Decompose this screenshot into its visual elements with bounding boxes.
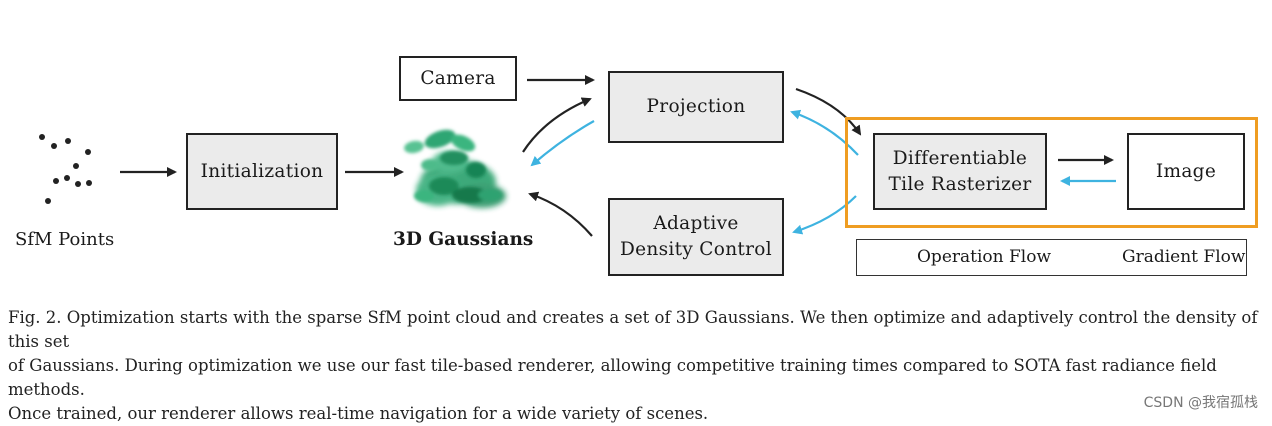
watermark: CSDN @我宿孤栈 bbox=[1143, 395, 1258, 411]
projection-box: Projection bbox=[608, 71, 784, 143]
rasterizer-highlight-frame bbox=[845, 117, 1258, 228]
arrow-gaussians-to-projection bbox=[522, 97, 592, 153]
initialization-box: Initialization bbox=[186, 133, 338, 210]
rasterizer-label-line1: Differentiable bbox=[892, 147, 1028, 169]
caption-line-3: Once trained, our renderer allows real-t… bbox=[8, 404, 709, 423]
legend-operation-label: Operation Flow bbox=[917, 247, 1052, 267]
rasterizer-box: Differentiable Tile Rasterizer bbox=[873, 133, 1047, 210]
sfm-points-label: SfM Points bbox=[15, 229, 115, 250]
adaptive-label-line2: Density Control bbox=[620, 239, 772, 260]
arrow-adaptive-to-gaussians bbox=[528, 191, 593, 237]
image-label: Image bbox=[1155, 160, 1217, 182]
gradient-arrow-rasterizer-to-projection bbox=[790, 109, 859, 156]
legend: Operation Flow Gradient Flow bbox=[856, 239, 1247, 276]
arrow-projection-to-rasterizer bbox=[795, 87, 862, 136]
rasterizer-label-line2: Tile Rasterizer bbox=[888, 173, 1032, 195]
adaptive-label-line1: Adaptive bbox=[653, 213, 739, 234]
gradient-arrow-rasterizer-to-adaptive bbox=[792, 195, 857, 235]
caption-line-1: Fig. 2. Optimization starts with the spa… bbox=[8, 308, 1258, 351]
gaussians-label: 3D Gaussians bbox=[393, 229, 534, 250]
caption-line-2: of Gaussians. During optimization we use… bbox=[8, 356, 1217, 399]
pipeline-diagram bbox=[39, 75, 1116, 263]
adaptive-density-box: Adaptive Density Control bbox=[608, 198, 784, 276]
gradient-arrow-projection-to-gaussians bbox=[530, 120, 595, 167]
image-box: Image bbox=[1127, 133, 1245, 210]
sfm-point-cloud bbox=[39, 134, 92, 204]
camera-label: Camera bbox=[420, 67, 496, 89]
projection-label: Projection bbox=[646, 96, 746, 117]
figure-caption: Fig. 2. Optimization starts with the spa… bbox=[8, 306, 1266, 426]
initialization-label: Initialization bbox=[200, 160, 324, 182]
gaussians-icon bbox=[404, 129, 506, 208]
legend-gradient-label: Gradient Flow bbox=[1122, 247, 1246, 267]
camera-box: Camera bbox=[399, 56, 517, 101]
